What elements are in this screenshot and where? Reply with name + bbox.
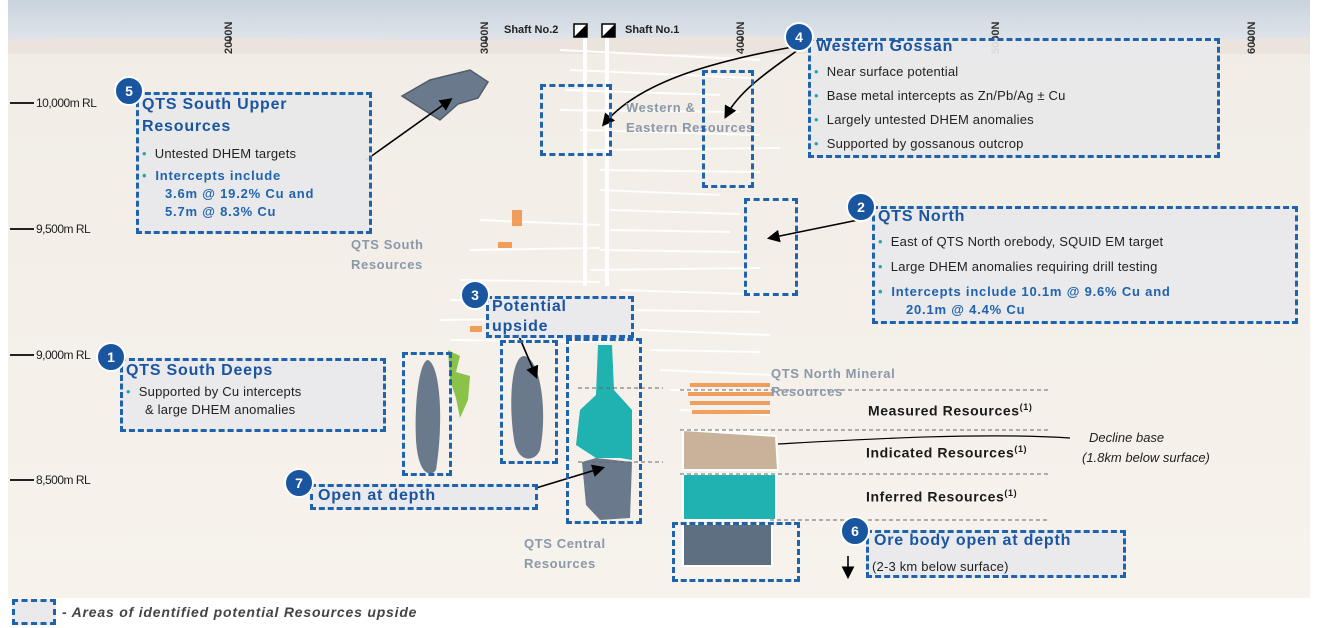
northing-label-2000: 2000N <box>223 21 235 54</box>
northing-label-3000: 3000N <box>479 21 491 54</box>
target-6-badge: 6 <box>840 516 870 546</box>
central-resources-label-1: QTS Central <box>524 536 606 551</box>
northing-label-4000: 4000N <box>735 21 747 54</box>
target-2-highlight-2: 20.1m @ 4.4% Cu <box>906 302 1026 317</box>
target-5-box <box>136 92 372 234</box>
target-2-bullet-1: •East of QTS North orebody, SQUID EM tar… <box>878 234 1164 249</box>
western-gossan-area <box>702 70 754 188</box>
rl-label-10000: 10,000m RL <box>36 96 97 110</box>
north-resources-label-2: Resources <box>771 384 843 399</box>
target-4-title: Western Gossan <box>816 38 954 55</box>
central-resources-label-2: Resources <box>524 556 596 571</box>
legend-text: - Areas of identified potential Resource… <box>62 604 418 620</box>
target-2-badge: 2 <box>846 192 876 222</box>
rl-label-9000: 9,000m RL <box>36 348 91 362</box>
south-deeps-area-lens <box>402 352 452 476</box>
target-5-title-2: Resources <box>142 118 232 135</box>
target-2-title: QTS North <box>878 208 966 225</box>
rl-label-8500: 8,500m RL <box>36 473 91 487</box>
target-3-box <box>486 296 634 338</box>
decline-depth-label: (1.8km below surface) <box>1082 450 1210 465</box>
target-1-badge: 1 <box>96 342 126 372</box>
target-4-badge: 4 <box>784 22 814 52</box>
western-eastern-area <box>540 84 612 156</box>
target-2-highlight-1: •Intercepts include 10.1m @ 9.6% Cu and <box>878 284 1171 299</box>
target-7-box <box>310 484 538 510</box>
shaft-2-label: Shaft No.2 <box>504 24 559 36</box>
target-7-badge: 7 <box>284 468 314 498</box>
target-4-bullet-1: •Near surface potential <box>814 64 959 79</box>
decline-base-label: Decline base <box>1089 430 1165 445</box>
target-4-bullet-3: •Largely untested DHEM anomalies <box>814 112 1034 127</box>
target-7-title: Open at depth <box>318 487 436 504</box>
north-resources-label-1: QTS North Mineral <box>771 366 896 381</box>
target-5-badge: 5 <box>114 76 144 106</box>
northing-label-6000: 6000N <box>1246 21 1258 54</box>
target-1-bullet-2: & large DHEM anomalies <box>145 402 296 417</box>
rl-label-9500: 9,500m RL <box>36 222 91 236</box>
target-3-title-1: Potential <box>492 298 567 315</box>
indicated-resources-label: Indicated Resources(1) <box>866 444 1028 461</box>
inferred-resources-label: Inferred Resources(1) <box>866 488 1018 505</box>
target-1-bullet-1: •Supported by Cu intercepts <box>126 384 302 399</box>
qts-north-area <box>744 198 798 296</box>
target-1-box <box>120 358 386 432</box>
target-4-bullet-4: •Supported by gossanous outcrop <box>814 136 1024 151</box>
target-5-bullet-1: •Untested DHEM targets <box>142 146 297 161</box>
north-depth-area <box>672 522 800 582</box>
western-resources-label-1: Western & <box>626 100 696 115</box>
target-6-subtitle: (2-3 km below surface) <box>872 559 1009 574</box>
legend-swatch <box>12 599 56 625</box>
shaft-1-label: Shaft No.1 <box>625 24 680 36</box>
target-5-title-1: QTS South Upper <box>142 96 288 113</box>
south-resources-label-1: QTS South <box>351 237 424 252</box>
target-5-highlight-3: 5.7m @ 8.3% Cu <box>165 204 277 219</box>
central-open-area <box>566 338 642 524</box>
target-3-title-2: upside <box>492 318 549 335</box>
target-5-highlight-2: 3.6m @ 19.2% Cu and <box>165 186 315 201</box>
target-3-badge: 3 <box>460 280 490 310</box>
south-resources-label-2: Resources <box>351 257 423 272</box>
target-2-box <box>872 206 1298 324</box>
measured-resources-label: Measured Resources(1) <box>868 402 1033 419</box>
target-1-title: QTS South Deeps <box>126 362 274 379</box>
target-5-highlight-1: •Intercepts include <box>142 168 282 183</box>
target-4-bullet-2: •Base metal intercepts as Zn/Pb/Ag ± Cu <box>814 88 1066 103</box>
target-4-box <box>808 38 1220 158</box>
target-6-box <box>866 530 1126 578</box>
western-resources-label-2: Eastern Resources <box>626 120 754 135</box>
target-2-bullet-2: •Large DHEM anomalies requiring drill te… <box>878 259 1158 274</box>
target-6-title: Ore body open at depth <box>874 532 1072 549</box>
potential-upside-area-lens <box>500 340 558 464</box>
